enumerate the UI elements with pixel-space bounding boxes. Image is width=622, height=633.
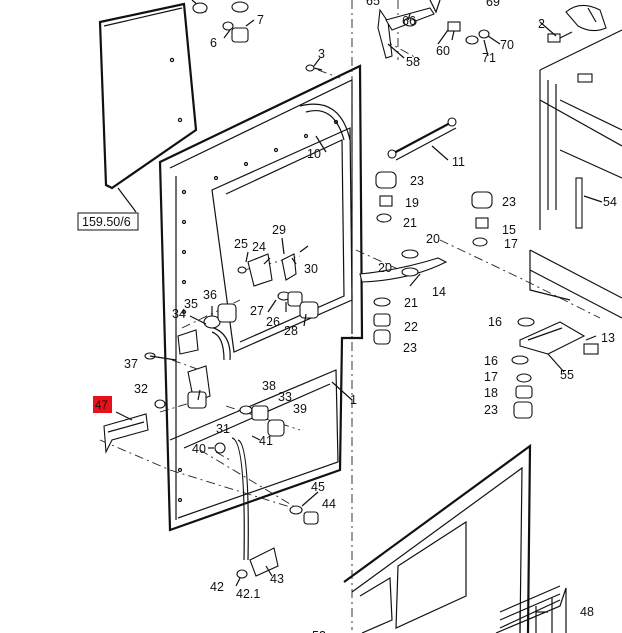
part-label-21a[interactable]: 21 [403,216,417,230]
leader-lines [115,13,603,613]
part-label-19[interactable]: 19 [405,196,419,210]
part-label-18[interactable]: 18 [484,386,498,400]
part-label-60[interactable]: 60 [436,44,450,58]
part-label-55[interactable]: 55 [560,368,574,382]
part-label-32[interactable]: 32 [134,382,148,396]
part-label-44[interactable]: 44 [322,497,336,511]
part-label-24[interactable]: 24 [252,240,266,254]
part-label-65[interactable]: 65 [366,0,380,8]
part-label-40[interactable]: 40 [192,442,206,456]
seal-strip [575,177,583,229]
part-label-23b[interactable]: 23 [403,341,417,355]
roller-stack-right [471,191,599,419]
part-label-17[interactable]: 17 [504,237,518,251]
part-label-17b[interactable]: 17 [484,370,498,384]
highlighted-part-marker[interactable]: 47 [93,396,112,413]
part-label-23c[interactable]: 23 [502,195,516,209]
highlighted-part-number: 47 [95,400,108,412]
lower-panel [343,443,567,633]
latch-bracket-2 [547,4,607,43]
part-label-35[interactable]: 35 [184,297,198,311]
part-label-25[interactable]: 25 [234,237,248,251]
grab-handle [299,103,351,141]
part-label-58[interactable]: 58 [406,55,420,69]
part-label-1[interactable]: 1 [350,393,357,407]
cab-structure [529,29,622,319]
part-label-16a[interactable]: 16 [488,315,502,329]
part-label-48[interactable]: 48 [580,605,594,619]
part-label-10[interactable]: 10 [307,147,321,161]
part-label-6[interactable]: 6 [210,36,217,50]
part-label-28[interactable]: 28 [284,324,298,338]
reference-callout: 159.50/6 [77,212,139,231]
part-label-22[interactable]: 22 [404,320,418,334]
part-label-33[interactable]: 33 [278,390,292,404]
bolt-44-45 [289,505,319,525]
part-label-34[interactable]: 34 [172,307,186,321]
part-label-14[interactable]: 14 [432,285,446,299]
part-label-23d[interactable]: 23 [484,403,498,417]
part-label-43[interactable]: 43 [270,572,284,586]
roller-6-7 [191,0,249,43]
part-label-3[interactable]: 3 [318,47,325,61]
door-handle-35-36 [203,303,237,361]
part-label-71[interactable]: 71 [482,51,496,65]
part-label-70[interactable]: 70 [500,38,514,52]
part-label-11[interactable]: 11 [452,155,465,169]
bracket-47 [103,413,149,455]
part-label-21b[interactable]: 21 [404,296,418,310]
lock-assembly [237,245,319,319]
rod-assembly-40-43 [214,437,279,579]
part-label-66[interactable]: 66 [402,14,416,28]
part-label-41[interactable]: 41 [259,434,273,448]
part-label-69[interactable]: 69 [486,0,500,9]
frame-holes [177,119,339,503]
part-label-2[interactable]: 2 [538,17,545,31]
part-label-16b[interactable]: 16 [484,354,498,368]
part-label-39[interactable]: 39 [293,402,307,416]
part-label-20b[interactable]: 20 [378,261,392,275]
part-label-42[interactable]: 42 [210,580,224,594]
part-labels: 1 2 3 6 7 10 11 13 14 15 16 16 17 17 18 … [124,0,617,633]
part-label-31[interactable]: 31 [216,422,230,436]
highlight-box [93,396,112,413]
part-label-36[interactable]: 36 [203,288,217,302]
part-label-42-1[interactable]: 42.1 [236,587,260,601]
part-label-26[interactable]: 26 [266,315,280,329]
part-label-45[interactable]: 45 [311,480,325,494]
part-label-27[interactable]: 27 [250,304,264,318]
lock-hardware-31-39 [154,391,285,437]
part-label-29[interactable]: 29 [272,223,286,237]
part-label-13[interactable]: 13 [601,331,615,345]
part-label-38[interactable]: 38 [262,379,276,393]
hinge-parts-58-71 [377,0,490,59]
gas-strut-11 [387,117,457,161]
glass-panel [98,2,198,190]
part-label-52[interactable]: 52 [312,629,326,633]
bolt-3 [305,64,323,72]
roller-stack-left [359,171,448,345]
part-label-30[interactable]: 30 [304,262,318,276]
part-label-15[interactable]: 15 [502,223,516,237]
part-label-23a[interactable]: 23 [410,174,424,188]
part-label-37[interactable]: 37 [124,357,138,371]
part-label-20a[interactable]: 20 [426,232,440,246]
part-label-54[interactable]: 54 [603,195,617,209]
reference-label: 159.50/6 [82,215,131,229]
part-label-7[interactable]: 7 [257,13,264,27]
